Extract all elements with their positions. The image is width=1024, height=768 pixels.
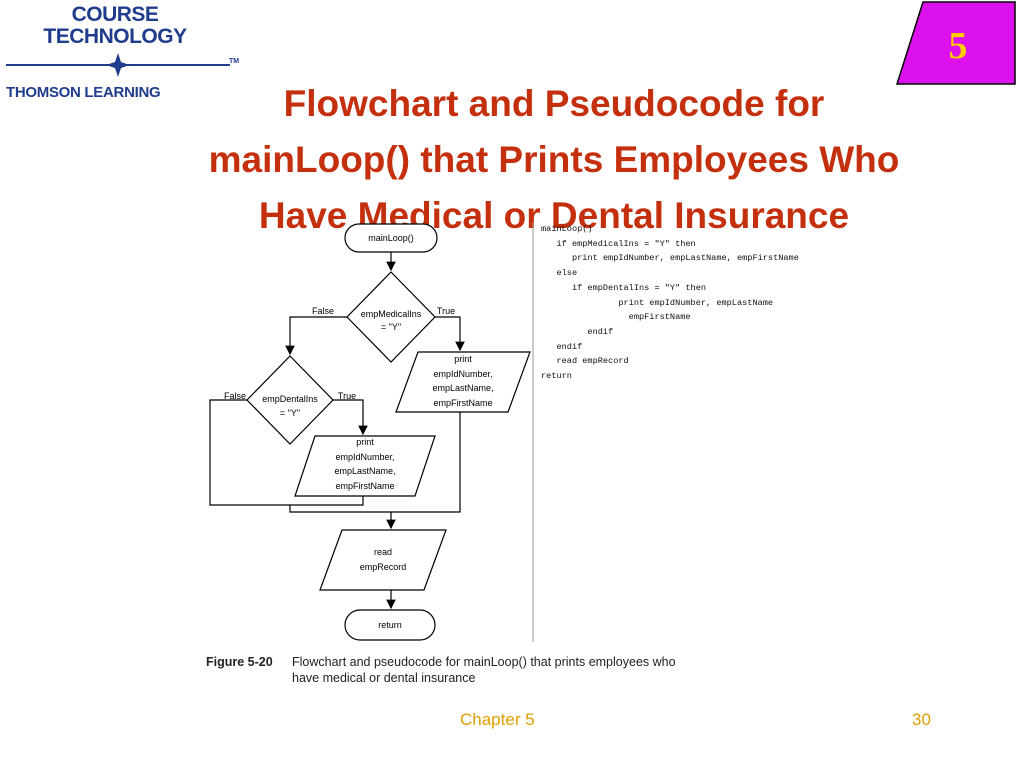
- end-label: return: [378, 620, 402, 630]
- print2-line3: empLastName,: [334, 466, 395, 476]
- decision-medical-line1: empMedicalIns: [361, 309, 422, 319]
- print2-line4: empFirstName: [335, 481, 394, 491]
- print2-line1: print: [356, 437, 374, 447]
- pseudocode-block: mainLoop() if empMedicalIns = "Y" then p…: [541, 224, 799, 382]
- logo-wordmark: COURSE TECHNOLOGY: [0, 4, 230, 48]
- decision-dental-true-label: True: [338, 391, 356, 401]
- footer-page-number: 30: [912, 710, 931, 729]
- end-terminator: [344, 609, 436, 641]
- print1-line2: empIdNumber,: [433, 369, 492, 379]
- decision-medical-false-label: False: [312, 306, 334, 316]
- title-line-1: Flowchart and Pseudocode for: [283, 83, 825, 124]
- star-line-icon: [6, 53, 230, 77]
- read-line2: empRecord: [360, 562, 407, 572]
- print1-line3: empLastName,: [432, 383, 493, 393]
- chapter-badge-number: 5: [948, 25, 968, 67]
- decision-dental-false-label: False: [224, 391, 246, 401]
- footer-chapter: Chapter 5: [460, 710, 535, 729]
- read-box: [319, 529, 447, 591]
- logo-line-technology: TECHNOLOGY: [43, 25, 187, 48]
- caption-text: Flowchart and pseudocode for mainLoop() …: [292, 655, 676, 685]
- chapter-badge: [895, 1, 1016, 85]
- logo-line-thomson: THOMSON LEARNING: [6, 84, 161, 101]
- caption-label: Figure 5-20: [206, 655, 273, 669]
- flowchart-diagram: mainLoop() empMedicalIns = "Y" False Tru…: [209, 222, 534, 642]
- logo-line-course: COURSE: [71, 3, 159, 26]
- decision-dental-line2: = "Y": [280, 408, 300, 418]
- print-box-2: [294, 435, 436, 497]
- slide-title: Flowchart and Pseudocode for mainLoop() …: [150, 76, 958, 244]
- print-box-1: [395, 351, 531, 413]
- start-label: mainLoop(): [368, 233, 414, 243]
- print1-line4: empFirstName: [433, 398, 492, 408]
- decision-dental: [246, 355, 334, 445]
- read-line1: read: [374, 547, 392, 557]
- publisher-logo: COURSE TECHNOLOGY TM THOMSON LEARNING: [0, 0, 240, 110]
- decision-medical-true-label: True: [437, 306, 455, 316]
- title-line-2: mainLoop() that Prints Employees Who: [208, 139, 900, 180]
- decision-dental-line1: empDentalIns: [262, 394, 318, 404]
- print2-line2: empIdNumber,: [335, 452, 394, 462]
- decision-medical-line2: = "Y": [381, 322, 401, 332]
- logo-trademark: TM: [229, 58, 240, 65]
- print1-line1: print: [454, 354, 472, 364]
- figure-caption: Figure 5-20 Flowchart and pseudocode for …: [206, 654, 692, 686]
- decision-medical: [346, 271, 436, 363]
